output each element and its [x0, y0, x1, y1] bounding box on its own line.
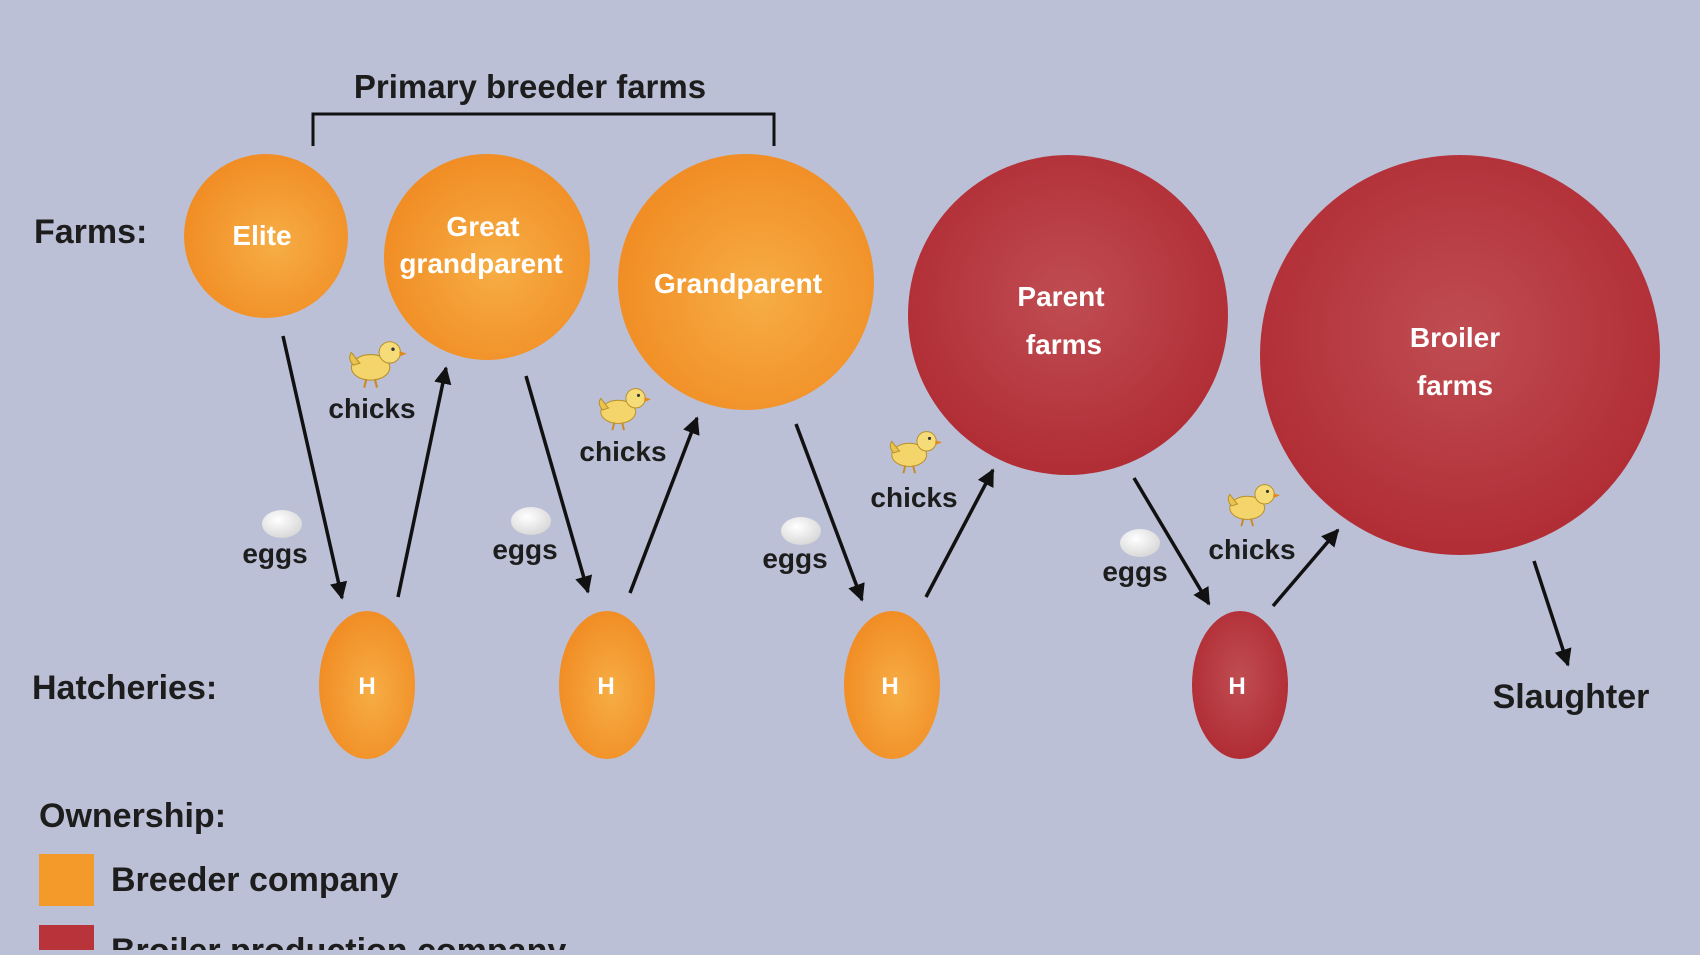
arrow-hatchery-2-to-grandparent: [628, 416, 700, 594]
arrow-grandparent-to-hatchery-3: [794, 423, 865, 602]
chicks-label-2: chicks: [579, 436, 666, 467]
arrow-parent-to-hatchery-4: [1132, 477, 1211, 606]
hatchery-4-shape: [1192, 611, 1288, 759]
chicks-label-1: chicks: [328, 393, 415, 424]
egg-icon: [511, 507, 551, 535]
eggs-label-1: eggs: [242, 538, 307, 569]
chick-icon: [348, 340, 408, 389]
egg-icon: [781, 517, 821, 545]
farm-grandparent: Grandparent: [618, 154, 874, 410]
hatchery-1-label: H: [358, 673, 375, 700]
farm-broiler-circle: [1260, 155, 1660, 555]
hatchery-2: H: [559, 611, 655, 759]
arrow-elite-to-hatchery-1: [281, 335, 348, 600]
chick-icon: [889, 430, 944, 475]
chicks-label-4: chicks: [1208, 534, 1295, 565]
farm-grandparent-circle: [618, 154, 874, 410]
eggs-label-3: eggs: [762, 543, 827, 574]
hatchery-4-label: H: [1228, 673, 1245, 700]
arrow-hatchery-4-to-broiler: [1271, 528, 1340, 608]
farm-parent-circle: [908, 155, 1228, 475]
legend-swatch-broiler: [39, 925, 94, 955]
hatchery-2-shape: [559, 611, 655, 759]
hatchery-3: H: [844, 611, 940, 759]
farm-elite-circle: [184, 154, 348, 318]
legend-label-broiler: Broiler production company: [111, 932, 566, 950]
arrow-great-grandparent-to-hatchery-2: [524, 375, 593, 594]
hatchery-3-shape: [844, 611, 940, 759]
farm-great-grandparent-label-line2: grandparent: [399, 248, 562, 279]
farm-broiler: Broiler farms: [1260, 155, 1660, 555]
farm-parent: Parent farms: [908, 155, 1228, 475]
arrow-broiler-to-slaughter: [1532, 560, 1572, 667]
farm-broiler-label-line1: Broiler: [1410, 322, 1500, 353]
farms-row-label: Farms:: [34, 213, 147, 251]
farm-elite-label: Elite: [232, 220, 291, 251]
arrow-hatchery-3-to-parent: [924, 468, 995, 598]
hatchery-2-label: H: [597, 673, 614, 700]
chicks-label-3: chicks: [870, 482, 957, 513]
eggs-label-2: eggs: [492, 534, 557, 565]
diagram-title: Primary breeder farms: [354, 68, 706, 105]
egg-icon: [262, 510, 302, 538]
eggs-label-4: eggs: [1102, 556, 1167, 587]
hatcheries-row-label: Hatcheries:: [32, 669, 217, 707]
farm-great-grandparent: Great grandparent: [384, 154, 590, 360]
hatchery-4: H: [1192, 611, 1288, 759]
hatchery-3-label: H: [881, 673, 898, 700]
farm-parent-label-line1: Parent: [1017, 281, 1104, 312]
slaughter-label: Slaughter: [1493, 678, 1650, 716]
legend-swatch-breeder: [39, 854, 94, 906]
farm-great-grandparent-label-line1: Great: [446, 211, 519, 242]
legend-title: Ownership:: [39, 797, 226, 835]
hatchery-1-shape: [319, 611, 415, 759]
farm-grandparent-label: Grandparent: [654, 268, 822, 299]
arrow-hatchery-1-to-great-grandparent: [396, 366, 452, 598]
primary-breeder-bracket: [311, 112, 776, 146]
farm-parent-label-line2: farms: [1026, 329, 1102, 360]
chick-icon: [1227, 483, 1282, 528]
farm-great-grandparent-circle: [384, 154, 590, 360]
farm-elite: Elite: [184, 154, 348, 318]
egg-icon: [1120, 529, 1160, 557]
farm-broiler-label-line2: farms: [1417, 370, 1493, 401]
chick-icon: [598, 387, 653, 432]
hatchery-1: H: [319, 611, 415, 759]
legend-label-breeder: Breeder company: [111, 861, 398, 899]
ownership-legend: Ownership: Breeder company Broiler produ…: [39, 797, 566, 955]
